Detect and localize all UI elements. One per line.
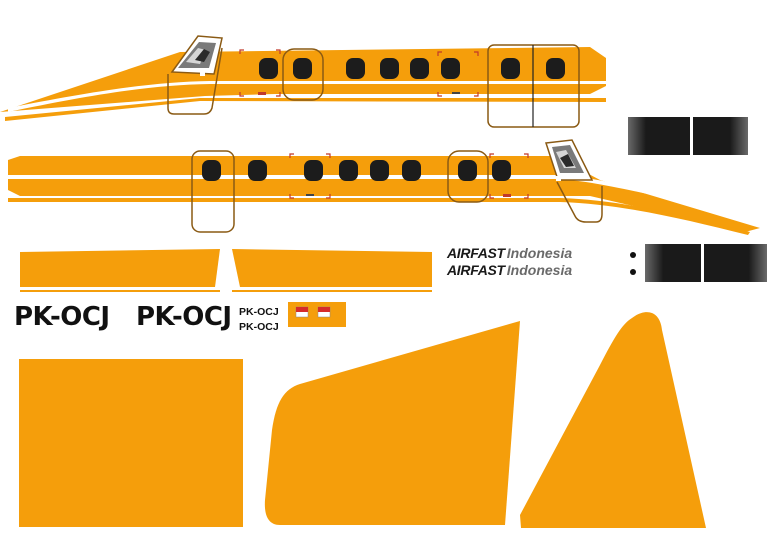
fuselage-left-cheatline [5, 98, 606, 121]
window [304, 160, 323, 181]
tail-band-middle [645, 244, 767, 282]
flag-decal-box [288, 302, 346, 327]
overwing-exit-outline [447, 150, 489, 203]
window [293, 58, 312, 79]
engine-nacelle-panel-right [232, 249, 432, 292]
fuselage-right-cheatline [8, 198, 750, 235]
exit-markers-right-1 [289, 153, 331, 199]
brand-suffix: Indonesia [506, 245, 573, 261]
window [202, 160, 221, 181]
window [380, 58, 399, 79]
crew-door-left [167, 47, 223, 115]
tail-band-top [628, 117, 748, 155]
window [501, 58, 520, 79]
vertical-stabilizer-panel [264, 321, 520, 525]
exit-markers-left-1 [239, 49, 281, 97]
exit-markers-left-2 [437, 51, 479, 97]
window [410, 58, 429, 79]
overwing-exit-outline [282, 48, 324, 101]
passenger-door-outline [191, 150, 235, 233]
engine-nacelle-panel-left [20, 249, 220, 292]
logo-dot [630, 269, 636, 275]
window [441, 58, 460, 79]
brand-name: AIRFAST [447, 262, 505, 278]
window [259, 58, 278, 79]
window [339, 160, 358, 181]
registration-large-left: PK-OCJ [14, 302, 110, 332]
window [370, 160, 389, 181]
logo-dot [630, 252, 636, 258]
fuselage-left-side [0, 35, 606, 128]
exit-markers-right-2 [489, 153, 529, 199]
tail-fin-panel [520, 312, 706, 528]
indonesia-flag-icon [295, 306, 309, 318]
window [346, 58, 365, 79]
registration-small-2: PK-OCJ [239, 321, 279, 333]
brand-suffix: Indonesia [506, 262, 573, 278]
registration-small-1: PK-OCJ [239, 306, 279, 318]
window [248, 160, 267, 181]
fuselage-left-orange-band [0, 47, 606, 112]
brand-name: AIRFAST [447, 245, 505, 261]
indonesia-flag-icon [317, 306, 331, 318]
registration-large-right: PK-OCJ [136, 302, 232, 332]
crew-door-right [556, 181, 603, 223]
window [458, 160, 477, 181]
window [402, 160, 421, 181]
window [546, 58, 565, 79]
fuselage-right-side [8, 139, 765, 235]
window [492, 160, 511, 181]
orange-square-panel [19, 359, 243, 527]
